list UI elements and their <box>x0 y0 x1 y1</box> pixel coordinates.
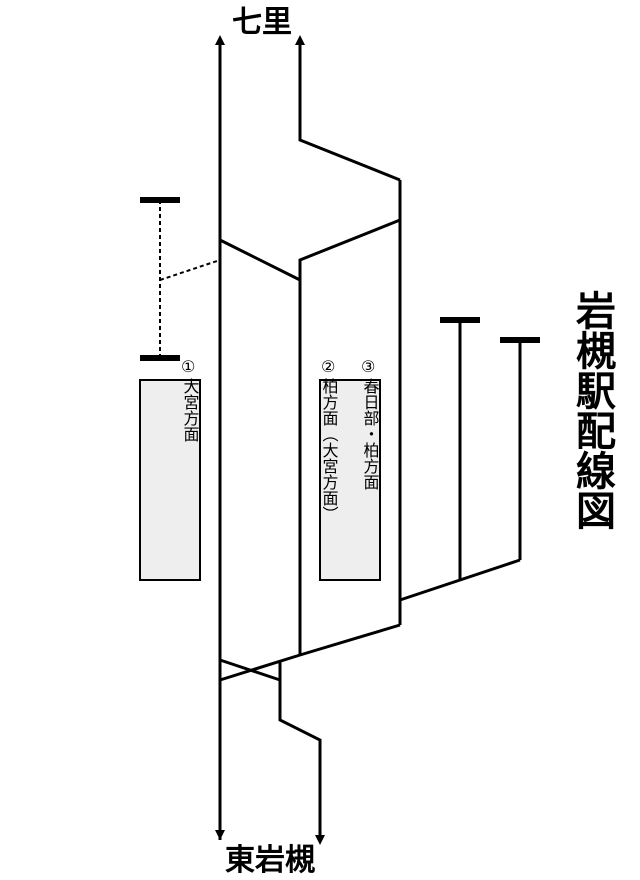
direction-label-north: 七里 <box>232 5 292 40</box>
crossover-upper-a <box>219 238 301 282</box>
platform-1 <box>139 379 201 581</box>
platform-2-number: ② <box>321 357 335 376</box>
direction-label-south: 東岩槻 <box>225 843 315 878</box>
platform-3-destination: 春日部・柏方面 <box>361 378 380 490</box>
platform-1-number: ① <box>181 357 195 376</box>
crossover-lower-b <box>219 658 281 682</box>
dashed-connector <box>159 259 221 281</box>
platform-1-destination: 大宮方面 <box>181 378 200 442</box>
crossover-upper-b <box>298 218 401 280</box>
crossover-lower-a <box>219 623 401 682</box>
platform-2-destination: 柏方面（大宮方面） <box>320 378 339 522</box>
south-line-2 <box>278 660 322 825</box>
north-line-2 <box>298 55 401 182</box>
diagram-title: 岩槻駅配線図 <box>569 290 616 530</box>
platform-2-3 <box>319 379 381 581</box>
platform-3-number: ③ <box>361 357 375 376</box>
